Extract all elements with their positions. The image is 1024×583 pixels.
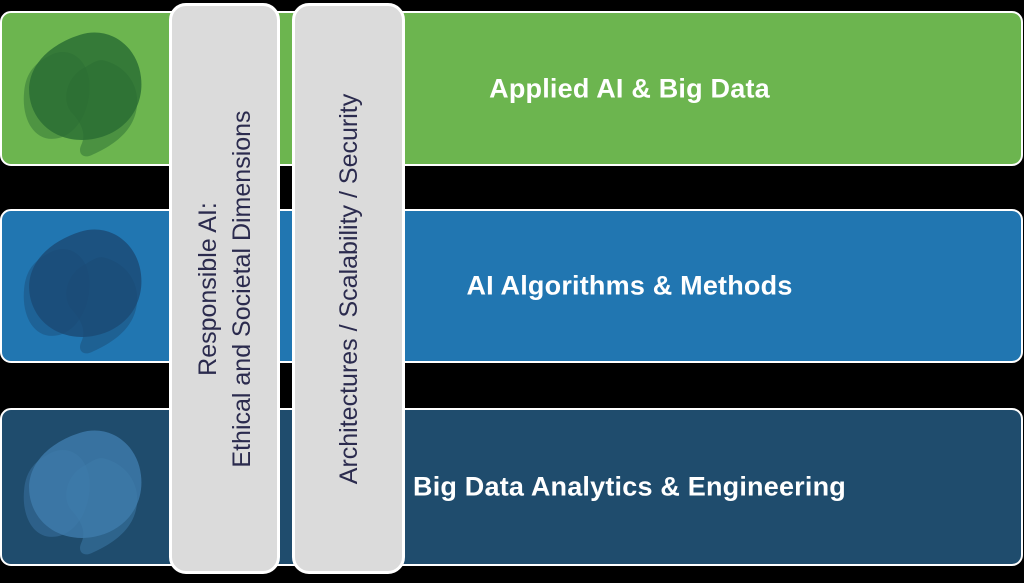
row-label-big-data-analytics: Big Data Analytics & Engineering — [413, 471, 846, 502]
green-blob-logo-icon — [23, 31, 142, 156]
column-label-architectures: Architectures / Scalability / Security — [332, 9, 366, 569]
column-label-line: Architectures / Scalability / Security — [334, 93, 363, 484]
column-responsible-ai: Responsible AI: Ethical and Societal Dim… — [169, 3, 280, 574]
column-label-line: Ethical and Societal Dimensions — [227, 109, 256, 468]
row-big-data-analytics-engineering: Big Data Analytics & Engineering — [0, 408, 1023, 566]
column-architectures-scalability-security: Architectures / Scalability / Security — [292, 3, 405, 574]
column-label-responsible-ai: Responsible AI: Ethical and Societal Dim… — [191, 9, 259, 569]
dark-blue-blob-logo-icon — [23, 229, 142, 354]
row-ai-algorithms-methods: AI Algorithms & Methods — [0, 209, 1023, 363]
row-applied-ai-big-data: Applied AI & Big Data — [0, 11, 1023, 166]
column-label-line: Responsible AI: — [193, 201, 222, 376]
row-label-applied-ai: Applied AI & Big Data — [489, 73, 770, 103]
row-label-ai-algorithms: AI Algorithms & Methods — [466, 270, 793, 301]
steel-blue-blob-logo-icon — [23, 430, 142, 555]
